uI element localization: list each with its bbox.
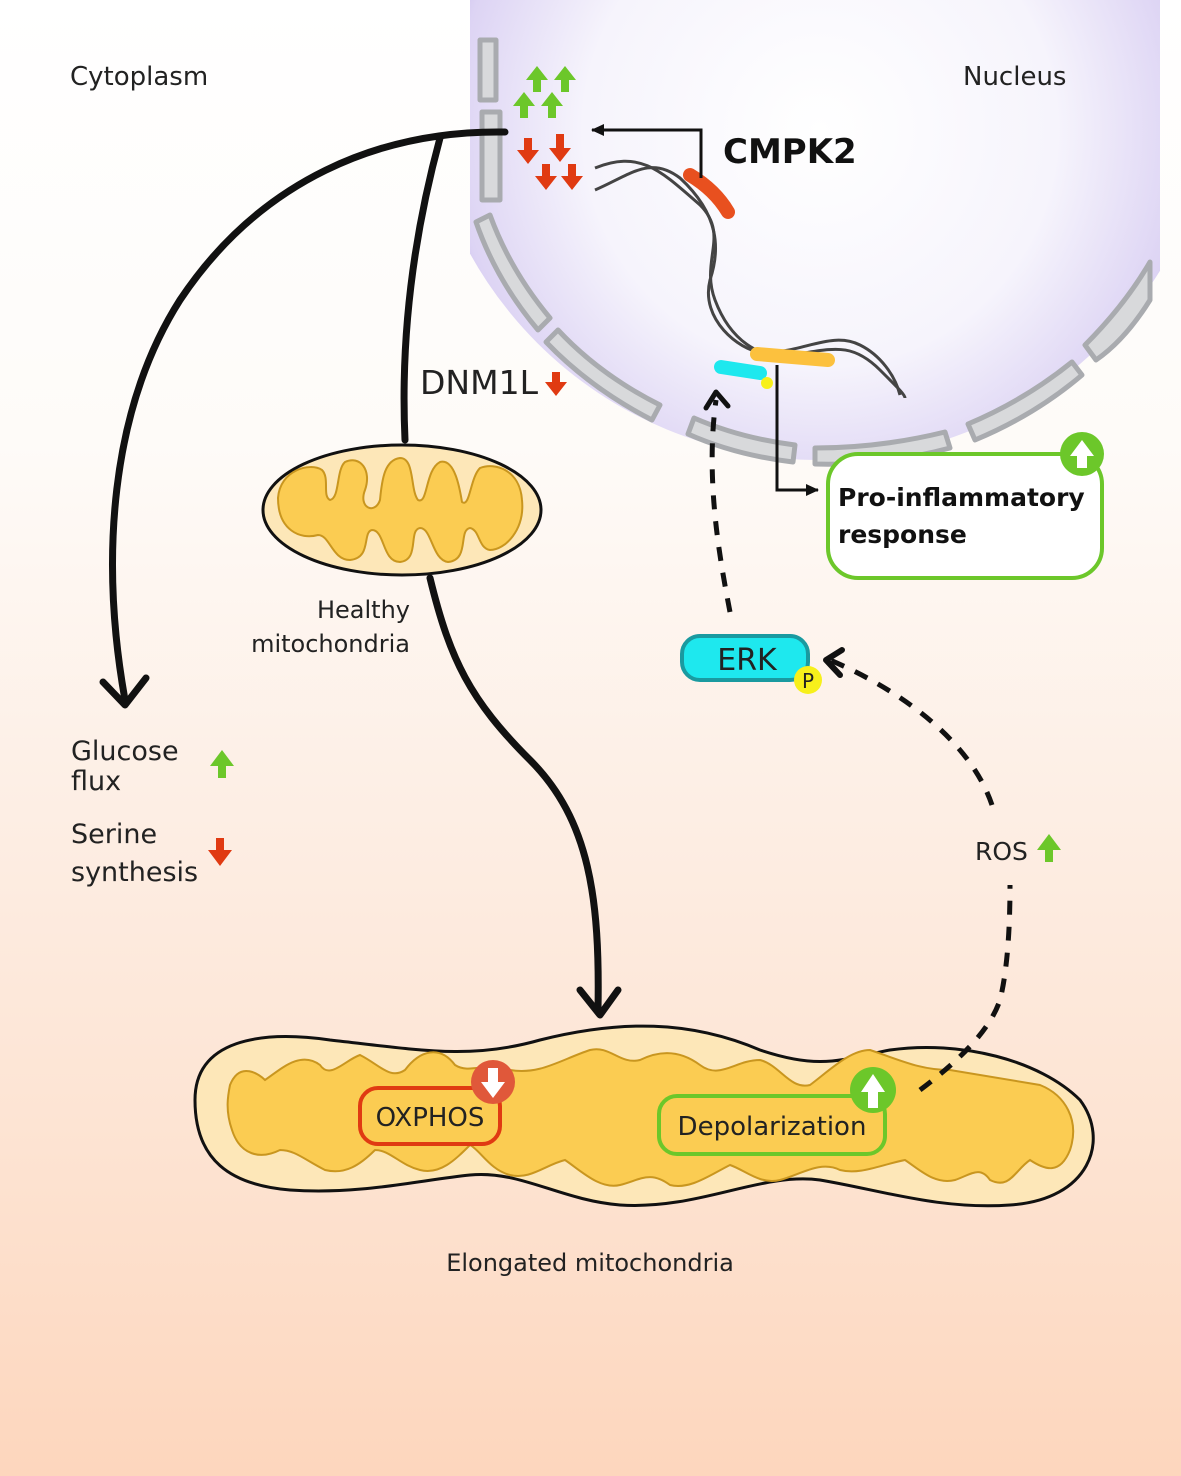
bound-erk [714,360,767,380]
cmpk2-gene [683,168,735,219]
arrowheads [99,674,622,1019]
phospho-label: P [802,669,814,693]
ros-label: ROS [975,837,1028,866]
nuclear-down-arrows [517,134,583,190]
serine-down-arrow-icon [208,838,232,866]
pathway-arrows [109,128,602,1014]
erk-to-nucleus-dashed [709,399,733,613]
serine-line2: synthesis [71,857,198,888]
ros-to-erk-dashed-upper [829,657,995,806]
pro-inflammatory-box: Pro-inflammatory response [826,432,1104,580]
ros-to-erk-dashed [918,884,1013,1092]
cmpk2-label: CMPK2 [723,132,857,172]
pro-inflammatory-line1: Pro-inflammatory [838,483,1085,512]
dna-strands [594,159,907,399]
dnm1l-label: DNM1L [420,363,539,402]
healthy-mito-line2: mitochondria [251,630,410,658]
target-gene [750,347,835,367]
healthy-mitochondrion [261,443,543,577]
up-arrow-icon [1070,440,1094,468]
glucose-line2: flux [71,766,121,797]
oxphos-label: OXPHOS [376,1103,485,1133]
nuclear-up-arrows [513,66,576,118]
depolarization-box: Depolarization [657,1067,896,1156]
serine-line1: Serine [71,819,157,850]
oxphos-box: OXPHOS [358,1060,515,1146]
bound-phospho [761,377,773,389]
cytoplasm-label: Cytoplasm [70,62,208,92]
nucleus-label: Nucleus [963,62,1066,92]
up-arrow-icon [861,1074,885,1108]
ros-up-arrow-icon [1037,834,1061,862]
erk-arrowhead [823,647,845,678]
nucleus [470,0,1160,460]
glucose-up-arrow-icon [210,750,234,778]
elongated-mito-label: Elongated mitochondria [446,1249,734,1277]
elongated-mitochondrion [193,1024,1095,1208]
transcription-arrow [775,365,819,496]
cmpk2-regulation-arrow [591,124,703,178]
depolarization-label: Depolarization [678,1112,867,1142]
down-arrow-icon [481,1068,505,1098]
healthy-mito-line1: Healthy [317,596,410,624]
nucleus-arrowhead [703,389,731,411]
erk-label: ERK [717,643,778,678]
erk-node: ERK P [680,634,822,694]
glucose-line1: Glucose [71,736,179,767]
dnm1l-down-arrow-icon [545,372,567,396]
pro-inflammatory-line2: response [838,520,967,549]
